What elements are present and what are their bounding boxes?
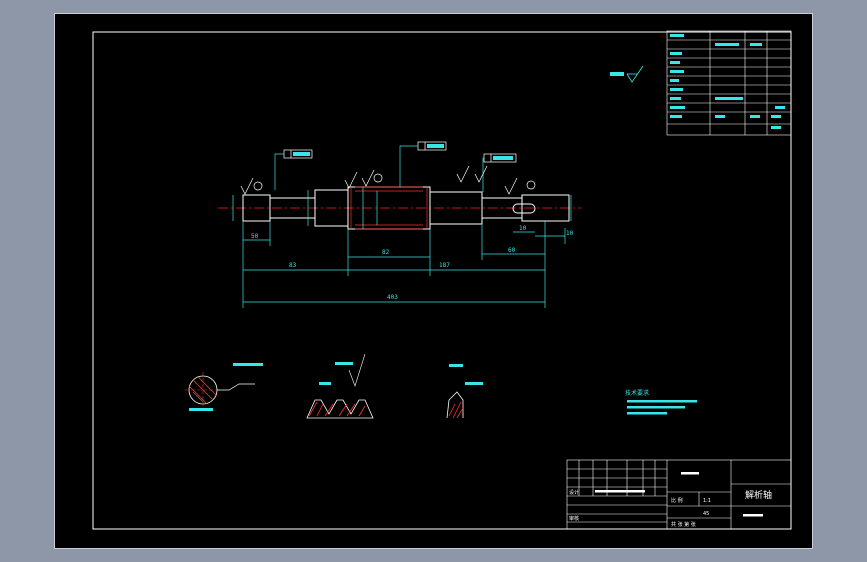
spline-tooth-section [306,353,374,419]
tolerance-frames [274,141,517,192]
parameter-table-text [670,34,785,129]
technical-notes: 技术要求 [625,389,697,415]
notes-heading: 技术要求 [625,389,649,397]
dim-keyway-length: 10 [519,225,527,232]
drawing-title: 解析轴 [745,489,772,501]
general-roughness-symbol [610,65,644,83]
drawing-sheet: 50 83 82 187 60 403 10 10 [54,13,813,549]
tooth-detail-section [446,364,483,419]
scale-value: 1:1 [703,498,711,504]
material-code: 45 [703,511,709,517]
dim-middle-section: 82 [382,249,390,256]
dimension-lines [232,187,572,308]
tolerance-frame-fills [293,144,513,160]
datum-markers [253,173,536,191]
dim-right-section: 187 [439,262,450,269]
dim-overall: 403 [387,294,398,301]
sheet-count: 共 张 第 张 [671,521,696,528]
title-block-text: 解析轴 比 例 1:1 45 共 张 第 张 设计 审核 [569,472,772,528]
spline-hatch [350,186,428,230]
designer-label: 设计 [569,489,579,496]
dim-left-end: 50 [251,233,259,240]
shaft-cross-section [185,363,263,411]
inner-border [92,31,792,530]
dimension-texts: 50 83 82 187 60 403 10 10 [251,225,574,301]
technical-drawing-canvas: 50 83 82 187 60 403 10 10 [92,30,792,530]
dim-keyway-offset: 10 [566,230,574,237]
checker-label: 审核 [569,515,579,522]
title-block [566,459,792,530]
dim-left-section: 83 [289,262,297,269]
dim-right-end: 60 [508,247,516,254]
roughness-marks [240,165,518,195]
scale-label: 比 例 [671,497,683,504]
parameter-table [666,30,792,136]
